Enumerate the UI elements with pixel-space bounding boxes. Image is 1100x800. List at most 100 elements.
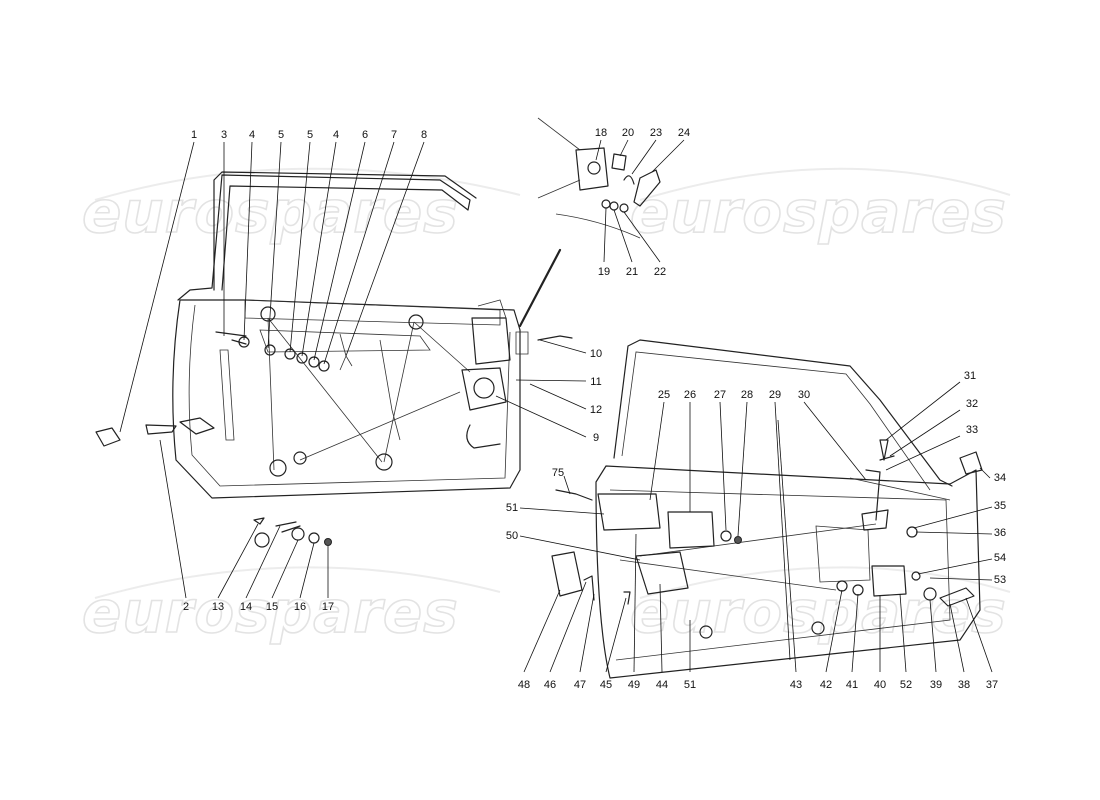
callout-label: 45 bbox=[600, 679, 612, 691]
callout-label: 10 bbox=[590, 348, 602, 360]
leader bbox=[825, 589, 843, 673]
leader bbox=[899, 593, 907, 673]
callout-label: 5 bbox=[307, 129, 313, 141]
lock-cylinder bbox=[95, 427, 121, 447]
motor-gear bbox=[473, 377, 495, 399]
callout-label: 3 bbox=[221, 129, 227, 141]
callout-label: 23 bbox=[650, 127, 662, 139]
callout-label: 21 bbox=[626, 266, 638, 278]
callout-label: 15 bbox=[266, 601, 278, 613]
leader bbox=[529, 383, 587, 410]
leader bbox=[737, 401, 748, 537]
watermark-swoosh bbox=[639, 566, 1011, 599]
lock-clip bbox=[179, 417, 215, 435]
callout-label: 4 bbox=[249, 129, 255, 141]
callout-label: 39 bbox=[930, 679, 942, 691]
washer-15 bbox=[291, 527, 305, 541]
leader bbox=[119, 141, 195, 433]
leader bbox=[539, 339, 587, 354]
motor-harness bbox=[537, 335, 573, 341]
crank-washer bbox=[619, 203, 629, 213]
leader bbox=[495, 395, 587, 438]
trim-line bbox=[555, 213, 641, 239]
callout-label: 14 bbox=[240, 601, 252, 613]
leader bbox=[345, 141, 425, 357]
callout-label: 26 bbox=[684, 389, 696, 401]
inner-handle-housing bbox=[597, 493, 661, 531]
cap-34 bbox=[959, 451, 983, 475]
callout-label: 37 bbox=[986, 679, 998, 691]
spring-plate bbox=[275, 521, 301, 533]
callout-label: 6 bbox=[362, 129, 368, 141]
callout-label: 53 bbox=[994, 574, 1006, 586]
callout-label: 46 bbox=[544, 679, 556, 691]
bushing-14 bbox=[254, 532, 270, 548]
callout-label: 31 bbox=[964, 370, 976, 382]
screw-46 bbox=[583, 575, 595, 601]
leader bbox=[243, 141, 253, 341]
motor-bracket bbox=[477, 299, 507, 319]
bushing bbox=[264, 344, 276, 356]
callout-label: 54 bbox=[994, 552, 1006, 564]
leader bbox=[605, 597, 627, 673]
leader bbox=[631, 139, 657, 175]
regulator-pulley bbox=[269, 459, 287, 477]
connection-leader bbox=[518, 248, 562, 328]
right-door-plate bbox=[815, 525, 871, 583]
lock-rod bbox=[145, 424, 177, 435]
leader-lines bbox=[119, 139, 993, 673]
callout-label: 20 bbox=[622, 127, 634, 139]
callout-label: 42 bbox=[820, 679, 832, 691]
hinge-bolt-group bbox=[253, 517, 332, 548]
leader bbox=[649, 401, 665, 501]
leader bbox=[267, 141, 282, 349]
watermark-text: eurospares bbox=[82, 578, 459, 646]
leader bbox=[851, 593, 859, 673]
leader bbox=[159, 439, 187, 599]
callout-label: 34 bbox=[994, 472, 1006, 484]
callout-label: 25 bbox=[658, 389, 670, 401]
leader bbox=[217, 523, 259, 599]
leader bbox=[651, 139, 685, 173]
callout-label: 51 bbox=[684, 679, 696, 691]
watermark-swoosh bbox=[639, 167, 1011, 201]
watermark-text: eurospares bbox=[82, 178, 459, 246]
leader bbox=[659, 583, 663, 673]
callout-labels: 1 2 3 4 5 5 4 6 7 8 9 10 11 12 13 14 15 … bbox=[183, 127, 1006, 691]
left-door-belt-rail bbox=[244, 299, 501, 326]
washer-54 bbox=[911, 571, 921, 581]
leader bbox=[563, 475, 571, 495]
screw-31 bbox=[879, 439, 889, 461]
regulator-pulley bbox=[293, 451, 307, 465]
right-door-assembly bbox=[551, 339, 983, 679]
leader bbox=[885, 435, 961, 471]
leader bbox=[271, 539, 299, 599]
leader bbox=[774, 401, 791, 661]
callout-label: 17 bbox=[322, 601, 334, 613]
callout-label: 4 bbox=[333, 129, 339, 141]
callout-label: 12 bbox=[590, 404, 602, 416]
leader bbox=[619, 139, 629, 157]
callout-label: 38 bbox=[958, 679, 970, 691]
left-door-assembly bbox=[95, 171, 573, 499]
crank-switch-body bbox=[575, 147, 609, 191]
callout-label: 50 bbox=[506, 530, 518, 542]
window-crank-group bbox=[518, 117, 661, 328]
callout-label: 7 bbox=[391, 129, 397, 141]
left-door-guide-channel bbox=[379, 339, 401, 441]
callout-label: 48 bbox=[518, 679, 530, 691]
callout-label: 16 bbox=[294, 601, 306, 613]
leader bbox=[965, 597, 993, 673]
leader bbox=[515, 379, 587, 382]
left-door-cutout bbox=[259, 329, 431, 353]
connector-block bbox=[515, 331, 529, 355]
left-door-window-frame bbox=[177, 174, 471, 301]
regulator-pulley bbox=[408, 314, 424, 330]
switch-wiring bbox=[339, 333, 353, 371]
outer-handle-base bbox=[871, 565, 907, 597]
leader bbox=[549, 581, 587, 673]
callout-label: 9 bbox=[593, 432, 599, 444]
callout-label: 35 bbox=[994, 500, 1006, 512]
